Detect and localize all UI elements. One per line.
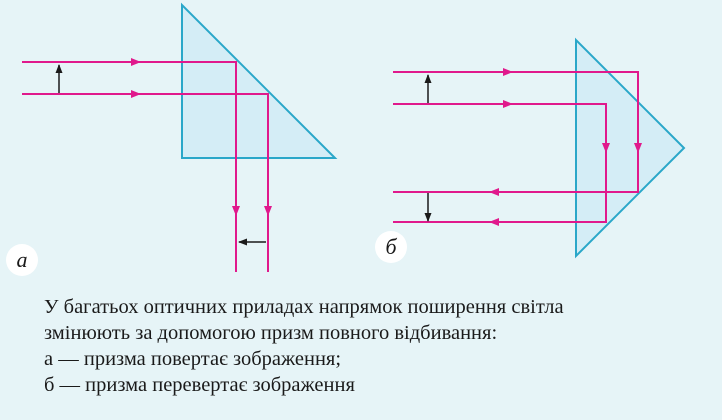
- ray-a-upper: [22, 58, 240, 272]
- prism-b: [575, 37, 686, 259]
- caption-line-3: а — призма повертає зображення;: [44, 348, 342, 370]
- caption-line-4: б — призма перевертає зображення: [44, 374, 355, 396]
- panel-b-label-bubble: б: [375, 231, 407, 263]
- prism-a: [181, 2, 338, 159]
- panel-b: б: [375, 37, 686, 263]
- ray-b-inner: [393, 100, 610, 226]
- prism-diagram: а б: [6, 2, 686, 276]
- panel-a-label-bubble: а: [6, 244, 38, 276]
- ray-b-outer: [393, 68, 642, 196]
- ray-a-lower: [22, 90, 272, 272]
- caption-line-2: змінюють за допомогою призм повного відб…: [44, 322, 498, 344]
- caption-line-1: У багатьох оптичних приладах напрямок по…: [44, 296, 564, 318]
- figure-caption: У багатьох оптичних приладах напрямок по…: [44, 294, 704, 398]
- panel-a: а: [6, 2, 338, 276]
- panel-b-label: б: [385, 234, 397, 259]
- panel-a-label: а: [17, 247, 28, 272]
